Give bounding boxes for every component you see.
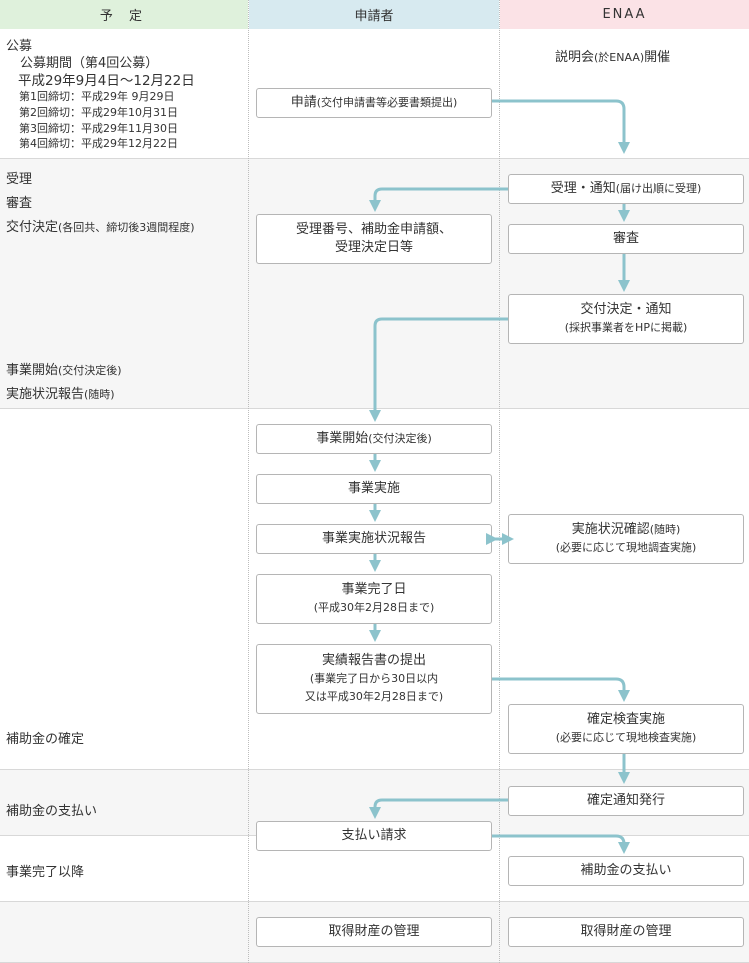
schedule-juri: 受理 (6, 172, 33, 187)
box-jisshi-kakunin-line1: 実施状況確認(随時) (572, 521, 681, 539)
enaa-setsumeikai: 説明会(於ENAA)開催 (555, 46, 670, 65)
box-shinsa: 審査 (508, 224, 744, 254)
schedule-jigyou-kaishi-note: (交付決定後) (58, 364, 122, 377)
schedule-deadline-2: 第2回締切：平成29年10月31日 (19, 106, 178, 119)
box-shiharai-seikyu-label: 支払い請求 (341, 828, 407, 843)
box-shinsei: 申請(交付申請書等必要書類提出) (256, 88, 492, 118)
box-jisshi-houkoku: 事業実施状況報告 (256, 524, 492, 554)
enaa-setsumeikai-suffix: 開催 (644, 50, 671, 65)
schedule-jisshi-houkoku: 実施状況報告(随時) (6, 383, 115, 402)
box-juri-tsuchi: 受理・通知(届け出順に受理) (508, 174, 744, 204)
schedule-period-title: 公募期間（第4回公募） (20, 56, 159, 71)
box-kakutei-tsuchi-label: 確定通知発行 (586, 793, 665, 808)
box-jisshi-kakunin-note2: (必要に応じて現地調査実施) (555, 541, 697, 554)
box-shinsei-note: (交付申請書等必要書類提出) (316, 96, 458, 109)
schedule-jigyou-kaishi: 事業開始(交付決定後) (6, 359, 122, 378)
arrow-tsuchi-to-seikyu (369, 798, 508, 819)
schedule-jigyou-kaishi-label: 事業開始 (6, 363, 59, 378)
schedule-jisshi-houkoku-note: (随時) (84, 388, 115, 401)
box-shinsa-label: 審査 (612, 231, 639, 246)
enaa-setsumeikai-prefix: 説明会 (555, 50, 595, 65)
box-kakutei-tsuchi: 確定通知発行 (508, 786, 744, 816)
schedule-shinsa: 審査 (6, 196, 33, 211)
schedule-deadline-4: 第4回締切：平成29年12月22日 (19, 137, 178, 150)
box-jisseki: 実績報告書の提出 (事業完了日から30日以内 又は平成30年2月28日まで) (256, 644, 492, 714)
box-jisseki-label: 実績報告書の提出 (321, 653, 426, 668)
box-enaa-shiharai-label: 補助金の支払い (580, 863, 672, 878)
box-shinsei-label: 申請 (290, 95, 317, 110)
schedule-koufu-kettei: 交付決定(各回共、締切後3週間程度) (6, 216, 195, 235)
row-divider (0, 158, 749, 159)
schedule-deadline-1: 第1回締切：平成29年 9月29日 (19, 90, 175, 103)
box-jigyou-kaishi: 事業開始(交付決定後) (256, 424, 492, 454)
schedule-koufu-kettei-label: 交付決定 (6, 220, 59, 235)
schedule-kakutei: 補助金の確定 (6, 732, 85, 747)
box-jisshi-kakunin-label: 実施状況確認 (571, 522, 650, 537)
box-koufu-tsuchi-note: (採択事業者をHPに掲載) (564, 321, 688, 334)
box-enaa-shiharai: 補助金の支払い (508, 856, 744, 886)
box-enaa-zaisan: 取得財産の管理 (508, 917, 744, 947)
box-jisshi-kakunin-note1: (随時) (649, 523, 681, 536)
box-applicant-zaisan: 取得財産の管理 (256, 917, 492, 947)
enaa-setsumeikai-note: (於ENAA) (594, 51, 645, 64)
column-divider (499, 0, 500, 963)
row-divider (0, 769, 749, 770)
box-koufu-tsuchi-label: 交付決定・通知 (580, 302, 672, 317)
box-applicant-zaisan-label: 取得財産の管理 (328, 924, 420, 939)
box-kanryoubi-label: 事業完了日 (341, 582, 407, 597)
box-jisseki-note1: (事業完了日から30日以内 (309, 672, 439, 685)
box-jisseki-note2: 又は平成30年2月28日まで) (304, 690, 444, 703)
box-juri-bangou: 受理番号、補助金申請額、 受理決定日等 (256, 214, 492, 264)
row-divider (0, 901, 749, 902)
box-juri-bangou-line2: 受理決定日等 (334, 240, 413, 255)
box-juri-tsuchi-note: (届け出順に受理) (615, 182, 702, 195)
schedule-kanryou-ikou: 事業完了以降 (6, 865, 85, 880)
column-divider (248, 0, 249, 963)
schedule-period-range: 平成29年9月4日～12月22日 (18, 73, 195, 89)
box-juri-bangou-line1: 受理番号、補助金申請額、 (295, 222, 452, 237)
box-jigyou-jisshi: 事業実施 (256, 474, 492, 504)
box-kakutei-kensa-label: 確定検査実施 (586, 712, 665, 727)
box-jigyou-kaishi-label: 事業開始 (316, 431, 369, 446)
arrow-seikyu-to-shiharai (492, 834, 630, 854)
header-schedule: 予 定 (0, 0, 248, 29)
schedule-koufu-kettei-note: (各回共、締切後3週間程度) (58, 221, 195, 234)
arrow-koufu-to-kaishi (369, 317, 508, 422)
box-jigyou-jisshi-label: 事業実施 (347, 481, 400, 496)
box-koufu-tsuchi: 交付決定・通知 (採択事業者をHPに掲載) (508, 294, 744, 344)
schedule-deadline-3: 第3回締切：平成29年11月30日 (19, 122, 178, 135)
arrow-juri-to-applicant (369, 187, 508, 212)
box-jisshi-houkoku-label: 事業実施状況報告 (321, 531, 426, 546)
schedule-shiharai: 補助金の支払い (6, 804, 98, 819)
header-applicant: 申請者 (249, 0, 499, 29)
box-kanryoubi-note: (平成30年2月28日まで) (313, 601, 435, 614)
box-kakutei-kensa: 確定検査実施 (必要に応じて現地検査実施) (508, 704, 744, 754)
header-enaa: ENAA (500, 0, 749, 29)
box-juri-tsuchi-label: 受理・通知 (550, 181, 616, 196)
box-kanryoubi: 事業完了日 (平成30年2月28日まで) (256, 574, 492, 624)
box-kakutei-kensa-note: (必要に応じて現地検査実施) (555, 731, 697, 744)
schedule-koubo: 公募 (6, 39, 33, 54)
box-jisshi-kakunin: 実施状況確認(随時) (必要に応じて現地調査実施) (508, 514, 744, 564)
box-jigyou-kaishi-note: (交付決定後) (368, 432, 432, 445)
arrow-jisseki-to-kensa (492, 677, 630, 702)
schedule-jisshi-houkoku-label: 実施状況報告 (6, 387, 85, 402)
arrow-shinsei-to-juri (492, 99, 630, 154)
box-enaa-zaisan-label: 取得財産の管理 (580, 924, 672, 939)
box-shiharai-seikyu: 支払い請求 (256, 821, 492, 851)
